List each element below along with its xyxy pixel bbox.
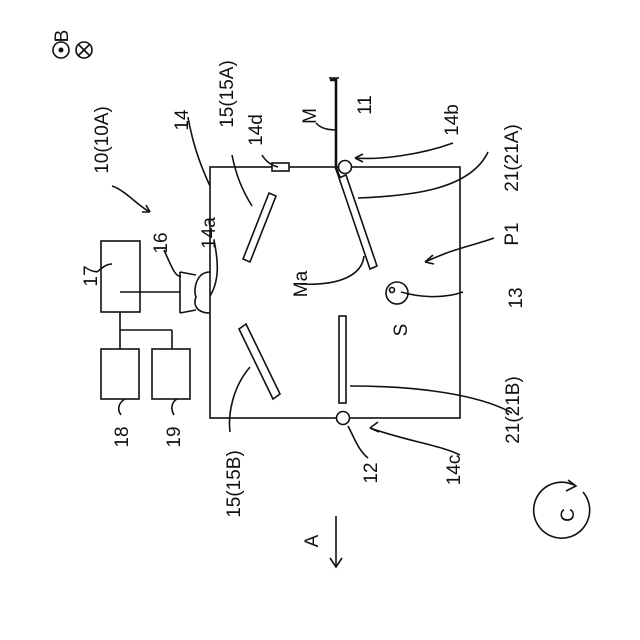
label-21b: 21(21B) [503, 376, 524, 444]
label-ma: Ma [291, 270, 312, 297]
mirror-21b [339, 316, 346, 403]
label-m: M [300, 108, 321, 124]
direction-b-symbols [53, 42, 92, 58]
label-15b: 15(15B) [224, 450, 245, 518]
label-18: 18 [112, 426, 133, 447]
box-19 [152, 349, 190, 399]
label-b: B [52, 30, 73, 43]
label-11: 11 [355, 95, 376, 115]
label-p1: P1 [502, 222, 523, 245]
label-15a: 15(15A) [217, 60, 238, 128]
label-21a: 21(21A) [502, 124, 523, 192]
label-a: A [302, 534, 323, 547]
mirror-15a [243, 193, 276, 262]
label-14b: 14b [442, 104, 463, 136]
lamp-16 [180, 272, 210, 313]
mirror-15b [239, 324, 280, 399]
box-17 [101, 241, 140, 312]
label-16: 16 [151, 232, 172, 253]
label-14d: 14d [246, 114, 267, 146]
label-12: 12 [361, 462, 382, 483]
box-18 [101, 349, 139, 399]
label-13: 13 [506, 287, 527, 308]
chamber-box [210, 167, 460, 418]
sensor-14d [272, 163, 289, 171]
label-14: 14 [172, 109, 193, 131]
sensor-s-dot [390, 288, 395, 293]
roller-11 [339, 161, 352, 174]
label-14c: 14c [444, 455, 465, 486]
label-17: 17 [81, 265, 102, 286]
roller-12 [337, 412, 350, 425]
label-c: C [558, 508, 579, 522]
label-14a: 14a [199, 217, 220, 249]
wiring [120, 292, 180, 349]
arrow-a [330, 516, 342, 567]
label-19: 19 [164, 426, 185, 447]
label-10: 10(10A) [92, 106, 113, 174]
label-s: S [391, 324, 412, 337]
mirror-21a [339, 175, 377, 269]
